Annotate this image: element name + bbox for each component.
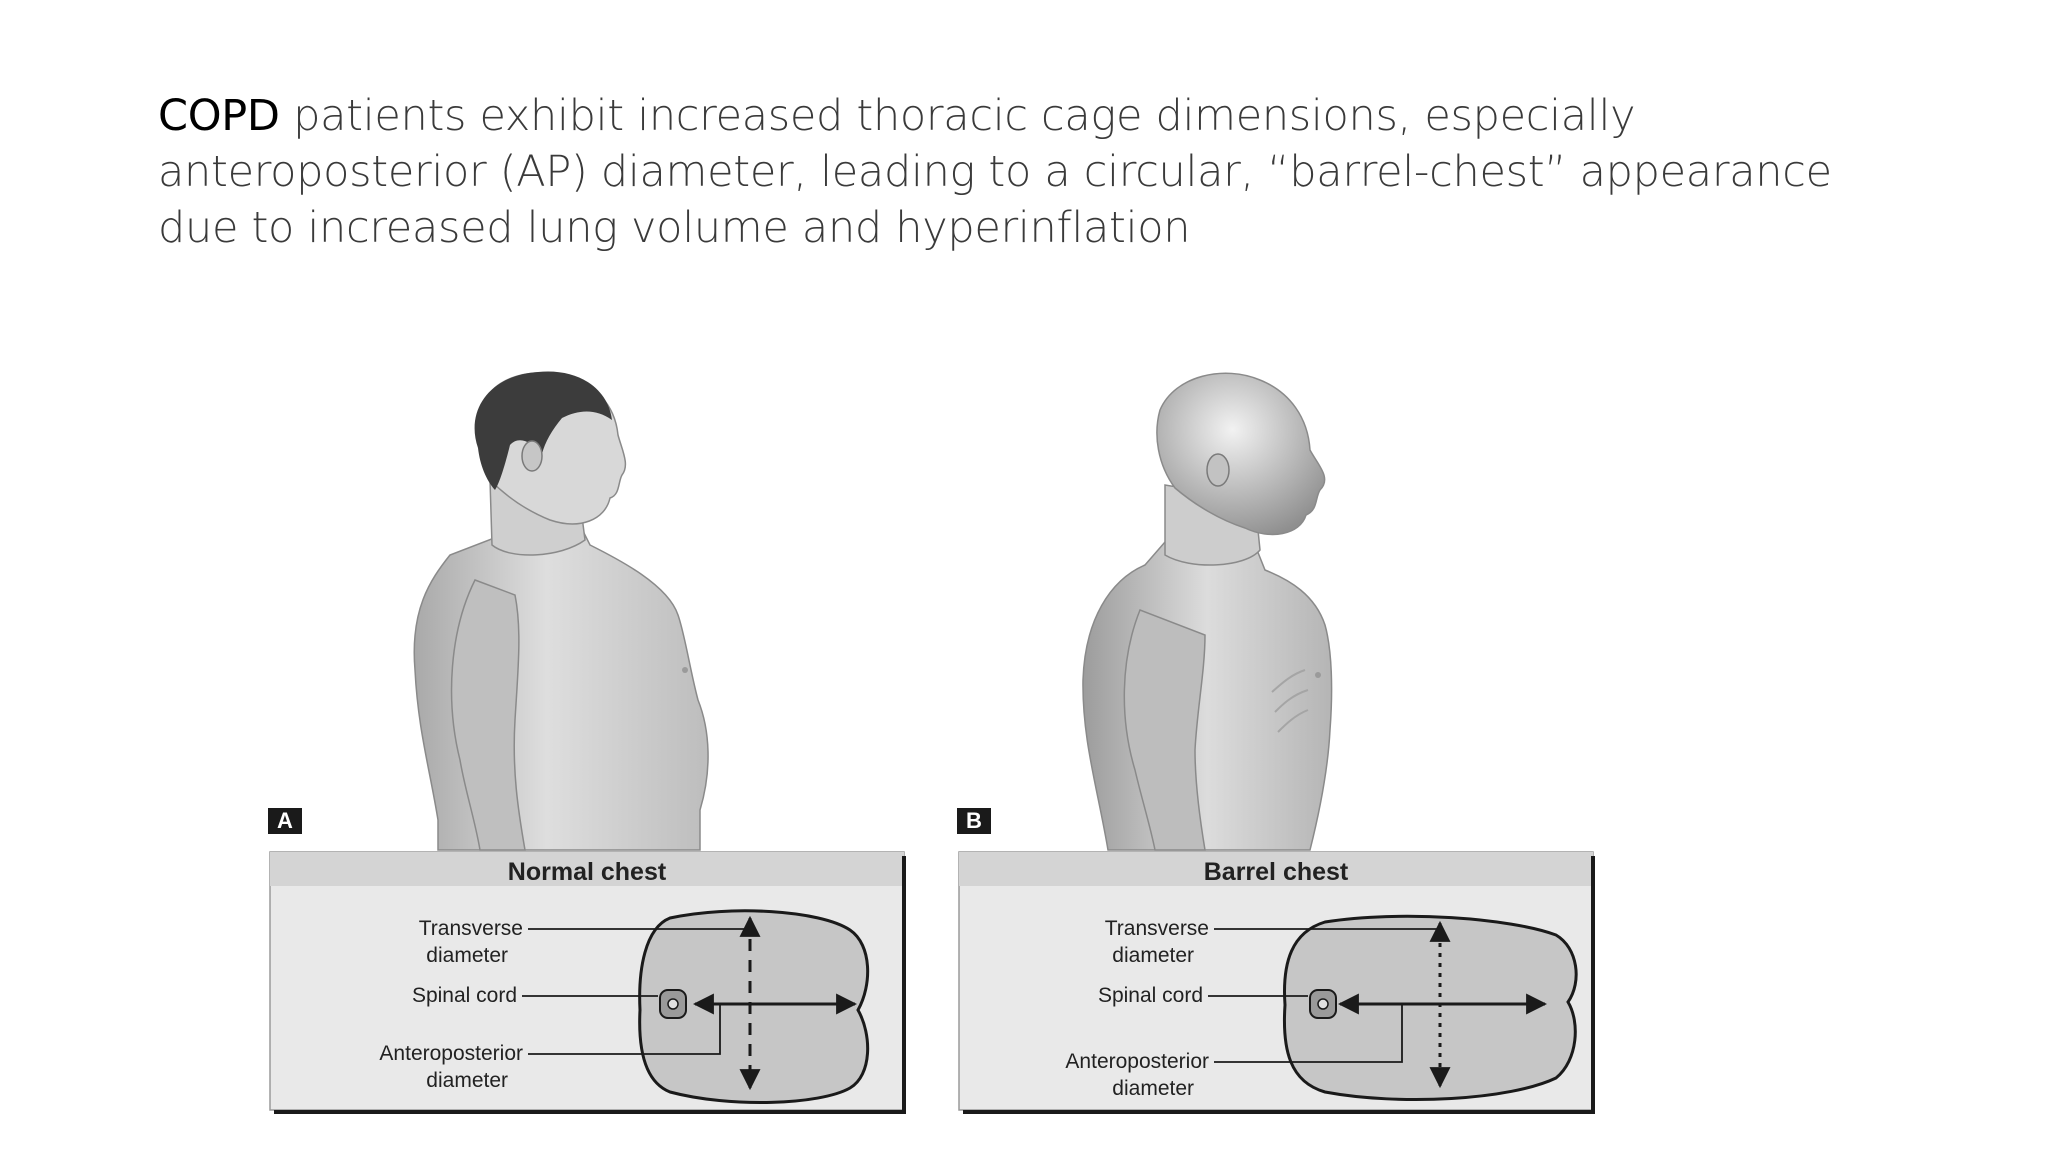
panel-a-ap-label-1: Anteroposterior xyxy=(379,1042,523,1065)
panel-a-ap-label-2: diameter xyxy=(426,1069,508,1092)
panel-b-ap-label-2: diameter xyxy=(1112,1077,1194,1100)
panel-a-letter-box xyxy=(268,808,302,834)
figure-svg: A Normal chest Transverse diameter Spina… xyxy=(268,371,1595,1114)
barrel-chest-man-illustration xyxy=(1082,372,1333,851)
slide-sentence: patients exhibit increased thoracic cage… xyxy=(158,91,1832,253)
panel-a-letter: A xyxy=(277,808,293,833)
panel-a-spinal-cord-icon xyxy=(659,989,687,1019)
panel-a: A Normal chest Transverse diameter Spina… xyxy=(268,808,906,1114)
panel-b-spinal-label: Spinal cord xyxy=(1098,984,1203,1007)
panel-b-letter-box xyxy=(957,808,991,834)
chest-comparison-figure: A Normal chest Transverse diameter Spina… xyxy=(260,370,1620,1120)
panel-a-transverse-label-1: Transverse xyxy=(419,917,523,940)
panel-b: B Barrel chest Transverse diameter Spina… xyxy=(957,808,1595,1114)
panel-a-spinal-label: Spinal cord xyxy=(412,984,517,1007)
panel-a-header xyxy=(270,852,904,886)
panel-a-title: Normal chest xyxy=(508,858,667,886)
normal-man-illustration xyxy=(413,371,709,851)
copd-term: COPD xyxy=(158,91,280,141)
panel-b-letter: B xyxy=(966,808,982,833)
panel-a-transverse-label-2: diameter xyxy=(426,944,508,967)
panel-b-spinal-cord-icon xyxy=(1309,989,1337,1019)
panel-b-ap-label-1: Anteroposterior xyxy=(1065,1050,1209,1073)
panel-b-title: Barrel chest xyxy=(1204,858,1349,886)
panel-b-transverse-label-1: Transverse xyxy=(1105,917,1209,940)
slide-body-text: COPD patients exhibit increased thoracic… xyxy=(158,88,1918,256)
panel-b-transverse-label-2: diameter xyxy=(1112,944,1194,967)
panel-b-header xyxy=(959,852,1593,886)
